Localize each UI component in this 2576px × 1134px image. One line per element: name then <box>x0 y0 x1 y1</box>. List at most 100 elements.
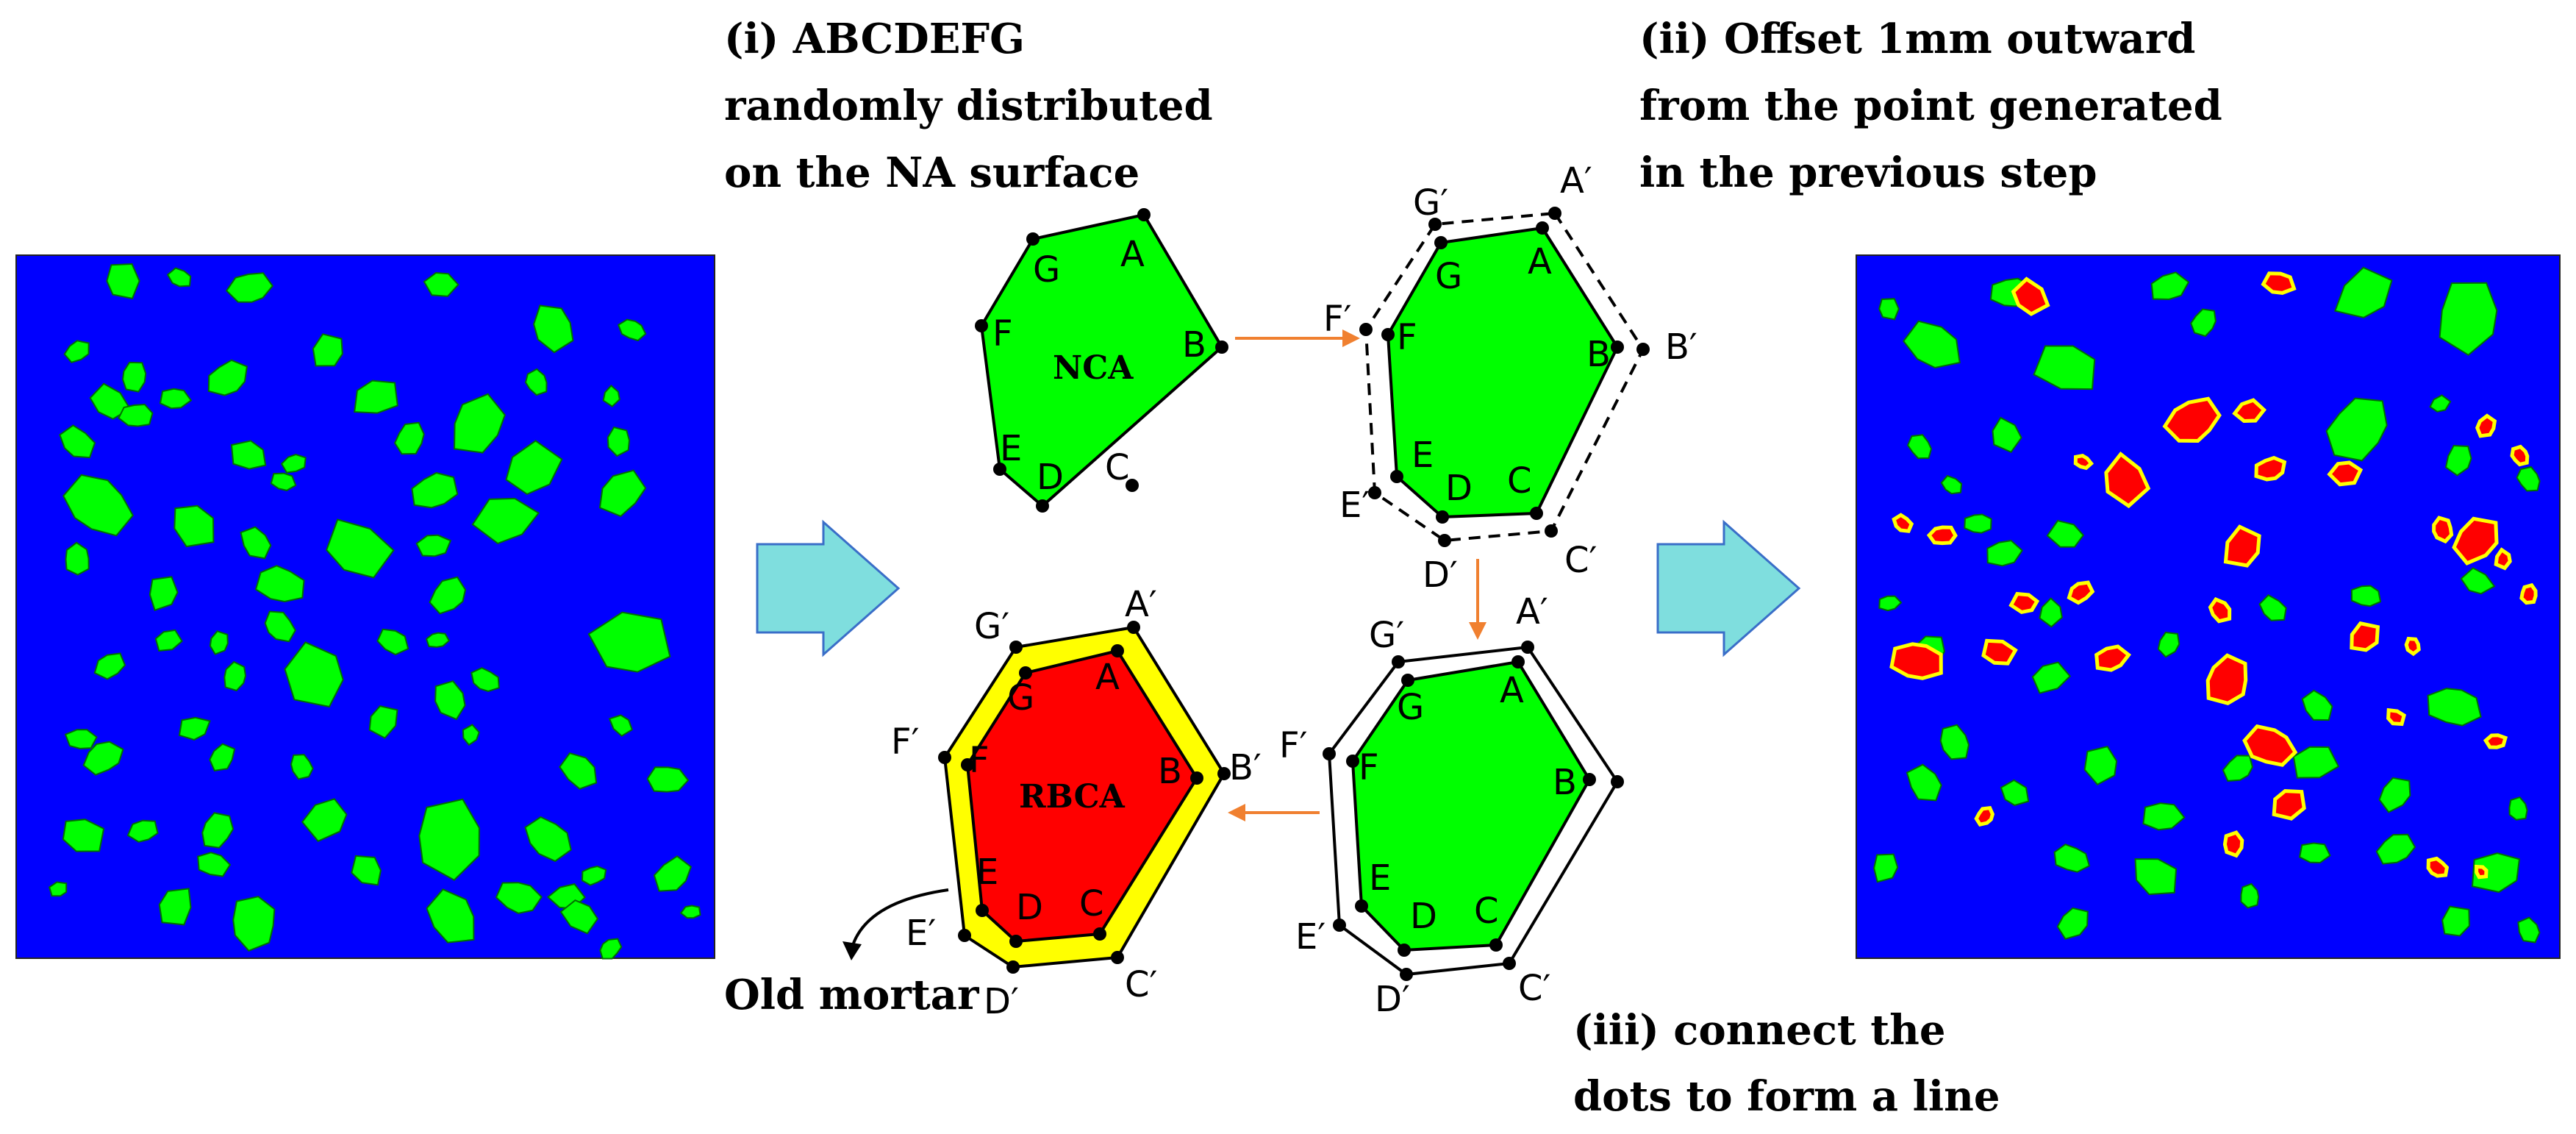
recycled-particle <box>1892 513 1914 533</box>
aggregate-particle <box>495 882 543 914</box>
recycled-particle <box>2223 524 2261 568</box>
recycled-particle <box>1889 642 1943 680</box>
recycled-particle <box>2008 591 2040 615</box>
aggregate-particle <box>1906 763 1942 802</box>
aggregate-particle <box>2439 282 2498 356</box>
svg-text:F′: F′ <box>1323 299 1352 340</box>
aggregate-particle <box>2190 308 2217 338</box>
aggregate-particle <box>230 440 267 470</box>
aggregate-particle <box>63 340 90 363</box>
aggregate-particle <box>232 896 276 952</box>
svg-text:F: F <box>1359 747 1379 788</box>
recycled-particle <box>2510 444 2530 467</box>
aggregate-particle <box>2517 916 2541 944</box>
svg-text:C′: C′ <box>1125 964 1157 1005</box>
recycled-particle <box>2327 460 2364 487</box>
aggregate-particle <box>312 333 343 367</box>
aggregate-polygon <box>1350 660 1592 952</box>
svg-text:G: G <box>1435 256 1462 297</box>
aggregate-particle <box>429 576 467 615</box>
aggregate-particle <box>2046 519 2085 548</box>
aggregate-particle <box>425 632 451 648</box>
svg-text:D′: D′ <box>984 981 1019 1022</box>
aggregate-particle <box>62 819 105 852</box>
vertex-label-g: G <box>1033 249 1060 290</box>
aggregate-particle <box>2039 597 2063 628</box>
svg-text:E′: E′ <box>1295 916 1325 958</box>
svg-text:E: E <box>976 852 998 893</box>
svg-text:F: F <box>1397 317 1417 358</box>
recycled-particle <box>2475 413 2497 438</box>
svg-text:in the previous step: in the previous step <box>1639 149 2097 197</box>
aggregate-particle <box>2222 755 2253 782</box>
process-arrow-1 <box>756 519 901 657</box>
svg-text:C: C <box>1079 883 1104 924</box>
aggregate-particle <box>2150 271 2190 301</box>
aggregate-particle <box>2134 858 2178 896</box>
recycled-particle <box>2162 396 2222 443</box>
nca-vertex-dots <box>975 208 1228 513</box>
aggregate-particle <box>376 628 409 656</box>
aggregate-particle <box>1878 595 1903 612</box>
svg-text:E: E <box>1369 857 1391 899</box>
small-arrow-down <box>1469 559 1486 640</box>
aggregate-particle <box>1992 416 2022 454</box>
aggregate-particle <box>201 812 235 849</box>
aggregate-particle <box>434 680 466 721</box>
aggregate-particle <box>2378 777 2411 813</box>
recycled-particle <box>1974 805 1995 827</box>
recycled-particle <box>2067 580 2095 605</box>
recycled-particle <box>1926 525 1958 546</box>
svg-text:E: E <box>1412 435 1434 476</box>
aggregate-particle <box>2429 394 2452 413</box>
aggregate-particle <box>2298 842 2331 864</box>
svg-text:G: G <box>1397 687 1424 728</box>
aggregate-particle <box>423 271 459 297</box>
vertex-label-d: D <box>1037 457 1064 498</box>
nca-polygon-with-points: A B C D E F G NCA <box>975 208 1228 513</box>
aggregate-particle <box>93 652 126 680</box>
aggregate-particle <box>173 504 215 548</box>
svg-text:F′: F′ <box>1279 725 1308 766</box>
aggregate-particle <box>2350 585 2382 607</box>
aggregate-particle <box>2258 593 2287 621</box>
aggregate-particle <box>178 716 211 741</box>
recycled-particle <box>2242 724 2298 767</box>
aggregate-particle <box>301 798 348 843</box>
svg-text:G′: G′ <box>1413 182 1448 224</box>
recycled-particle <box>2222 830 2244 858</box>
mixed-aggregate-particles <box>1873 266 2541 944</box>
svg-text:E′: E′ <box>906 913 936 954</box>
aggregate-particle <box>653 855 693 892</box>
aggregate-particle <box>2427 688 2482 727</box>
aggregate-particle <box>2334 266 2393 318</box>
aggregate-particle <box>65 541 90 576</box>
aggregate-particle <box>207 359 248 396</box>
vertex-label-f: F <box>992 313 1013 354</box>
aggregate-particle <box>598 469 647 518</box>
aggregate-particle <box>159 388 193 410</box>
aggregate-particle <box>240 526 272 560</box>
aggregate-particle <box>607 426 631 457</box>
small-arrow-left <box>1228 804 1320 821</box>
aggregate-particle <box>254 565 305 603</box>
offset-dashed-outline <box>1364 211 1645 543</box>
aggregate-particle <box>351 855 382 886</box>
vertex-label-c: C <box>1105 447 1130 488</box>
aggregate-particle <box>2471 852 2520 894</box>
svg-text:F: F <box>969 740 990 781</box>
rbca-vertex-dots <box>938 621 1231 974</box>
svg-text:(ii) Offset 1mm outward: (ii) Offset 1mm outward <box>1639 15 2195 63</box>
aggregate-particle <box>62 474 135 537</box>
recycled-particle <box>2494 547 2512 571</box>
aggregate-particle <box>418 798 480 881</box>
svg-text:G′: G′ <box>974 606 1009 647</box>
aggregate-particle <box>581 865 607 886</box>
svg-text:C: C <box>1507 460 1532 502</box>
recycled-particle <box>2011 277 2050 316</box>
aggregate-particle <box>415 534 452 557</box>
aggregate-particle <box>209 630 229 655</box>
svg-text:C′: C′ <box>1564 540 1597 581</box>
aggregate-particle <box>411 471 459 509</box>
nca-label: NCA <box>1053 349 1134 387</box>
